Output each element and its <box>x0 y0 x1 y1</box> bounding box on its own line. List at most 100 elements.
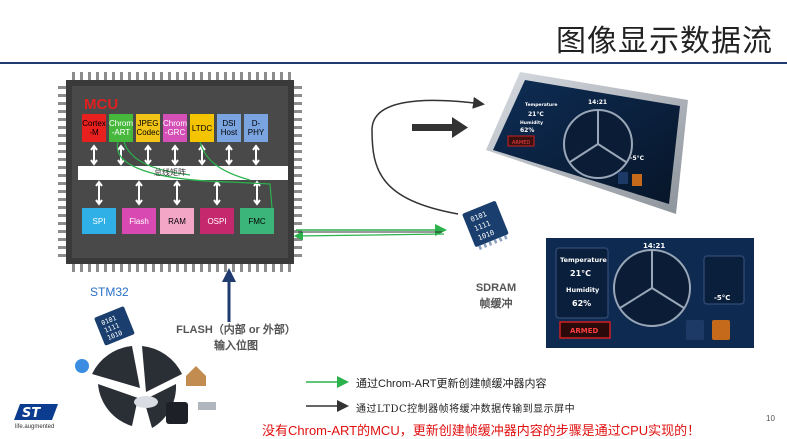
chip-pin <box>294 238 302 241</box>
chrom-art-flow-line <box>116 141 273 209</box>
bus-matrix-label: 总线矩阵 <box>154 168 186 177</box>
screen-2-weather-panel <box>703 255 745 305</box>
chip-pin <box>144 72 147 80</box>
bitmap-slice-2 <box>142 346 182 392</box>
chip-pin <box>294 254 302 257</box>
chip-pin <box>88 72 91 80</box>
chip-pin <box>294 174 302 177</box>
bottom-bus-arrows <box>95 180 261 206</box>
chip-pin <box>184 264 187 272</box>
chip-pin <box>168 72 171 80</box>
flash-label-line-2: 输入位图 <box>214 340 258 352</box>
mcu-block-5: DSI Host <box>217 114 241 142</box>
globe-icon <box>75 359 89 373</box>
screen-2-temp-panel <box>555 247 609 319</box>
screen-1-armed-label: ARMED <box>512 140 530 146</box>
sdram-pin <box>478 245 483 250</box>
chip-pin <box>272 264 275 272</box>
chip-pin <box>184 72 187 80</box>
memory-block-2: RAM <box>160 208 194 234</box>
sdram-label-line-1: SDRAM <box>475 282 517 294</box>
camera-icon <box>198 402 216 410</box>
chip-pin <box>224 264 227 272</box>
sdram-pin <box>488 241 493 246</box>
chip-pin <box>294 198 302 201</box>
chip-pin <box>58 206 66 209</box>
chip-pin <box>232 72 235 80</box>
chip-pin <box>58 174 66 177</box>
sdram-pin <box>498 237 503 242</box>
cloud-icon <box>134 396 158 408</box>
screen-1-armed-button <box>507 135 535 147</box>
chip-pin <box>128 264 131 272</box>
chip-pin <box>58 150 66 153</box>
chip-pin <box>72 72 75 80</box>
logo-tagline: life.augmented <box>15 424 55 430</box>
chip-pin <box>104 72 107 80</box>
chip-pin <box>280 72 283 80</box>
chip-pin <box>152 72 155 80</box>
chip-pin <box>112 264 115 272</box>
chip-pin <box>294 150 302 153</box>
chip-pin <box>160 72 163 80</box>
screen-2-armed-button <box>559 321 611 339</box>
chip-pin <box>58 246 66 249</box>
chip-pin <box>58 102 66 105</box>
screen-2-time: 14:21 <box>643 242 665 250</box>
mcu-block-3: Chrom -GRC <box>163 114 187 142</box>
chip-pin <box>294 86 302 89</box>
bitmap-assets <box>75 346 216 428</box>
mcu-block-6: D-PHY <box>244 114 268 142</box>
screen-1-weather-value: -5°C <box>630 155 645 162</box>
chip-pin <box>294 118 302 121</box>
chip-pin <box>58 94 66 97</box>
chip-pin <box>80 264 83 272</box>
chip-pin <box>58 230 66 233</box>
chip-pin <box>192 264 195 272</box>
top-bus-arrow-0 <box>90 144 98 166</box>
flash-input-arrow-head <box>222 268 236 282</box>
chip-pin <box>264 264 267 272</box>
chip-pin <box>232 264 235 272</box>
sdram-chip-icon: 0101 1111 1010 <box>462 201 509 250</box>
mcu-block-2: JPEG Codec <box>136 114 160 142</box>
chip-pin <box>192 72 195 80</box>
display-screen-1: 14:21 Temperature 21°C Humidity 62% ARME… <box>486 72 688 214</box>
ltdc-thick-arrow-shaft <box>412 124 452 131</box>
chip-pin <box>58 190 66 193</box>
chip-pin <box>58 214 66 217</box>
screen-1-temp-label: Temperature <box>525 102 557 108</box>
chip-pin <box>96 72 99 80</box>
top-bus-arrows <box>90 144 260 166</box>
bottom-bus-arrow-2 <box>173 180 181 206</box>
flash-label: FLASH（内部 or 外部） 输入位图 <box>168 322 304 354</box>
chip-pin <box>240 264 243 272</box>
chip-pin <box>294 190 302 193</box>
sdram-to-fmc-arrow <box>293 231 445 241</box>
chip-pin <box>294 246 302 249</box>
screen-2-temp-value: 21°C <box>570 269 591 278</box>
chip-pin <box>120 264 123 272</box>
sdram-pin <box>503 235 508 240</box>
chip-pin <box>294 126 302 129</box>
screen-1-settings-icon <box>632 174 642 186</box>
ltdc-flow-line <box>199 141 251 181</box>
chip-pin <box>288 72 291 80</box>
chip-pin <box>294 110 302 113</box>
display-screen-2: Temperature 21°C Humidity 62% 14:21 -5°C… <box>546 238 754 348</box>
screen-2-armed-label: ARMED <box>570 327 599 335</box>
legend-item-chrom-art: 通过Chrom-ART更新创建帧缓冲器内容 <box>356 378 547 390</box>
chip-pin <box>294 214 302 217</box>
chip-pin <box>294 158 302 161</box>
chip-pin <box>208 264 211 272</box>
title-divider <box>0 62 787 64</box>
memory-block-1: Flash <box>122 208 156 234</box>
bitmap-slice-4 <box>144 384 177 428</box>
bitmap-button <box>166 402 188 424</box>
chip-pin <box>216 72 219 80</box>
chip-pin <box>200 72 203 80</box>
bitmap-slice-3 <box>98 384 138 426</box>
chip-pin <box>58 110 66 113</box>
screen-2-weather-value: -5°C <box>714 294 730 302</box>
